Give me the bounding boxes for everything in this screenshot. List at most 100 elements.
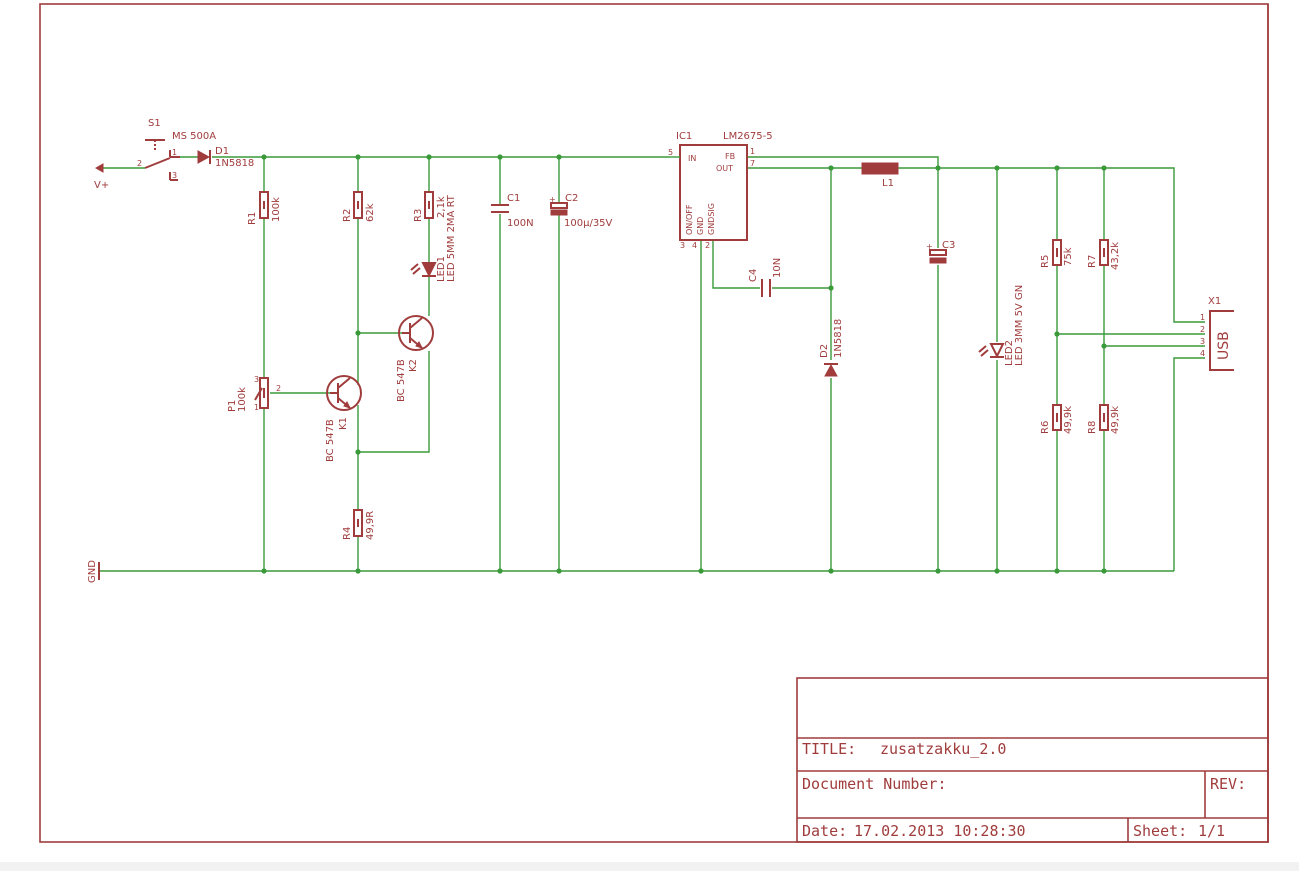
c4-ref: C4 xyxy=(748,269,759,282)
x1-value: USB xyxy=(1216,331,1232,360)
capacitor-c3: + C3 xyxy=(926,240,955,264)
date-value: 17.02.2013 10:28:30 xyxy=(854,822,1026,840)
ic1-pin-gnd: GND xyxy=(696,217,705,235)
x1-ref: X1 xyxy=(1208,296,1221,307)
rev-label: REV: xyxy=(1210,775,1246,793)
document-number-label: Document Number: xyxy=(802,775,947,793)
potentiometer-p1: 3 2 1 P1 100k xyxy=(227,375,281,412)
r1-value: 100k xyxy=(271,197,282,222)
resistor-r7: R7 43,2k xyxy=(1087,239,1121,270)
d1-value: 1N5818 xyxy=(215,158,254,169)
ic1-value: LM2675-5 xyxy=(723,131,773,142)
s1-pin-2: 2 xyxy=(137,159,142,168)
ic1-pin-5: 5 xyxy=(668,148,673,157)
c4-value: 10N xyxy=(772,258,783,278)
r5-ref: R5 xyxy=(1040,255,1051,268)
p1-pin-2: 2 xyxy=(276,384,281,393)
sheet-value: 1/1 xyxy=(1198,822,1225,840)
r6-ref: R6 xyxy=(1040,421,1051,434)
sheet-label: Sheet: xyxy=(1133,822,1187,840)
resistor-r6: R6 49,9k xyxy=(1040,404,1074,434)
ic-ic1: IC1 LM2675-5 IN FB OUT ON/OFF GND GNDSIG… xyxy=(668,131,773,250)
l1-ref: L1 xyxy=(882,178,894,189)
junctions xyxy=(261,154,1107,574)
r2-value: 62k xyxy=(365,203,376,222)
d2-ref: D2 xyxy=(819,344,830,358)
r4-value: 49,9R xyxy=(365,511,376,540)
r4-ref: R4 xyxy=(342,527,353,540)
r3-value: 2,1k xyxy=(436,196,447,218)
capacitor-c1: C1 100N xyxy=(491,193,534,229)
led2-value: LED 3MM 5V GN xyxy=(1014,285,1025,366)
ic1-pin-7: 7 xyxy=(750,159,755,168)
x1-pin-1: 1 xyxy=(1200,313,1205,322)
c2-value: 100µ/35V xyxy=(564,218,613,229)
r6-value: 49,9k xyxy=(1063,406,1074,434)
ic1-pin-onoff: ON/OFF xyxy=(685,204,694,235)
k1-ref: K1 xyxy=(338,417,349,430)
resistor-r4: R4 49,9R xyxy=(342,509,376,540)
ic1-pin-4: 4 xyxy=(692,241,697,250)
resistor-r2: R2 62k xyxy=(342,191,376,222)
s1-pin-1: 1 xyxy=(172,148,177,157)
p1-pin-3: 3 xyxy=(254,375,259,384)
k2-value: BC 547B xyxy=(396,359,407,402)
r3-ref: R3 xyxy=(413,209,424,222)
connector-x1: X1 USB 1 2 3 4 xyxy=(1200,296,1234,371)
led1-value: LED 5MM 2MA RT xyxy=(446,194,457,282)
transistor-k2: BC 547B K2 xyxy=(396,315,434,402)
c2-plus-icon: + xyxy=(549,195,556,204)
s1-value: MS 500A xyxy=(172,131,216,142)
capacitor-c4: C4 10N xyxy=(748,258,783,297)
capacitor-c2: + C2 100µ/35V xyxy=(549,193,613,229)
p1-value: 100k xyxy=(237,387,248,412)
ic1-pin-in: IN xyxy=(688,154,696,163)
gnd-label: GND xyxy=(87,560,98,583)
ic1-pin-out: OUT xyxy=(716,164,733,173)
c3-ref: C3 xyxy=(942,240,955,251)
ic1-pin-2: 2 xyxy=(705,241,710,250)
s1-ref: S1 xyxy=(148,118,161,129)
led-led2: LED2 LED 3MM 5V GN xyxy=(978,285,1025,366)
c3-plus-icon: + xyxy=(926,242,933,251)
ic1-ref: IC1 xyxy=(676,131,692,142)
r1-ref: R1 xyxy=(247,212,258,225)
sheet-frame xyxy=(39,3,1269,843)
c1-value: 100N xyxy=(507,218,534,229)
transistor-k1: BC 547B K1 xyxy=(325,375,362,462)
resistor-r3: R3 2,1k xyxy=(413,191,447,222)
gnd-symbol: GND xyxy=(87,560,100,583)
x1-pin-3: 3 xyxy=(1200,337,1205,346)
s1-pin-3: 3 xyxy=(172,171,177,180)
c2-ref: C2 xyxy=(565,193,578,204)
resistor-r8: R8 49,9k xyxy=(1087,404,1121,434)
wires xyxy=(100,156,1205,572)
x1-pin-4: 4 xyxy=(1200,349,1205,358)
resistor-r5: R5 75k xyxy=(1040,239,1074,268)
led-led1: LED1 LED 5MM 2MA RT xyxy=(410,194,457,282)
diode-d2: D2 1N5818 xyxy=(819,319,844,377)
led1-ref: LED1 xyxy=(436,256,447,282)
r8-value: 49,9k xyxy=(1110,406,1121,434)
c1-ref: C1 xyxy=(507,193,520,204)
r7-ref: R7 xyxy=(1087,255,1098,268)
p1-pin-1: 1 xyxy=(254,403,259,412)
r5-value: 75k xyxy=(1063,247,1074,266)
inductor-l1: L1 xyxy=(861,162,899,189)
r8-ref: R8 xyxy=(1087,421,1098,434)
vplus-label: V+ xyxy=(94,180,109,191)
d1-ref: D1 xyxy=(215,146,229,157)
p1-ref: P1 xyxy=(227,400,238,412)
bottom-scroll-strip xyxy=(0,862,1299,871)
date-label: Date: xyxy=(802,822,847,840)
vplus-symbol: V+ xyxy=(94,163,109,191)
diode-d1: D1 1N5818 xyxy=(197,146,254,169)
r7-value: 43,2k xyxy=(1110,242,1121,270)
ic1-pin-gndsig: GNDSIG xyxy=(707,203,716,235)
ic1-pin-1: 1 xyxy=(750,147,755,156)
k1-value: BC 547B xyxy=(325,419,336,462)
title-label: TITLE: xyxy=(802,740,856,758)
title-block: TITLE: zusatzakku_2.0 Document Number: R… xyxy=(796,677,1269,843)
ic1-pin-fb: FB xyxy=(725,152,735,161)
